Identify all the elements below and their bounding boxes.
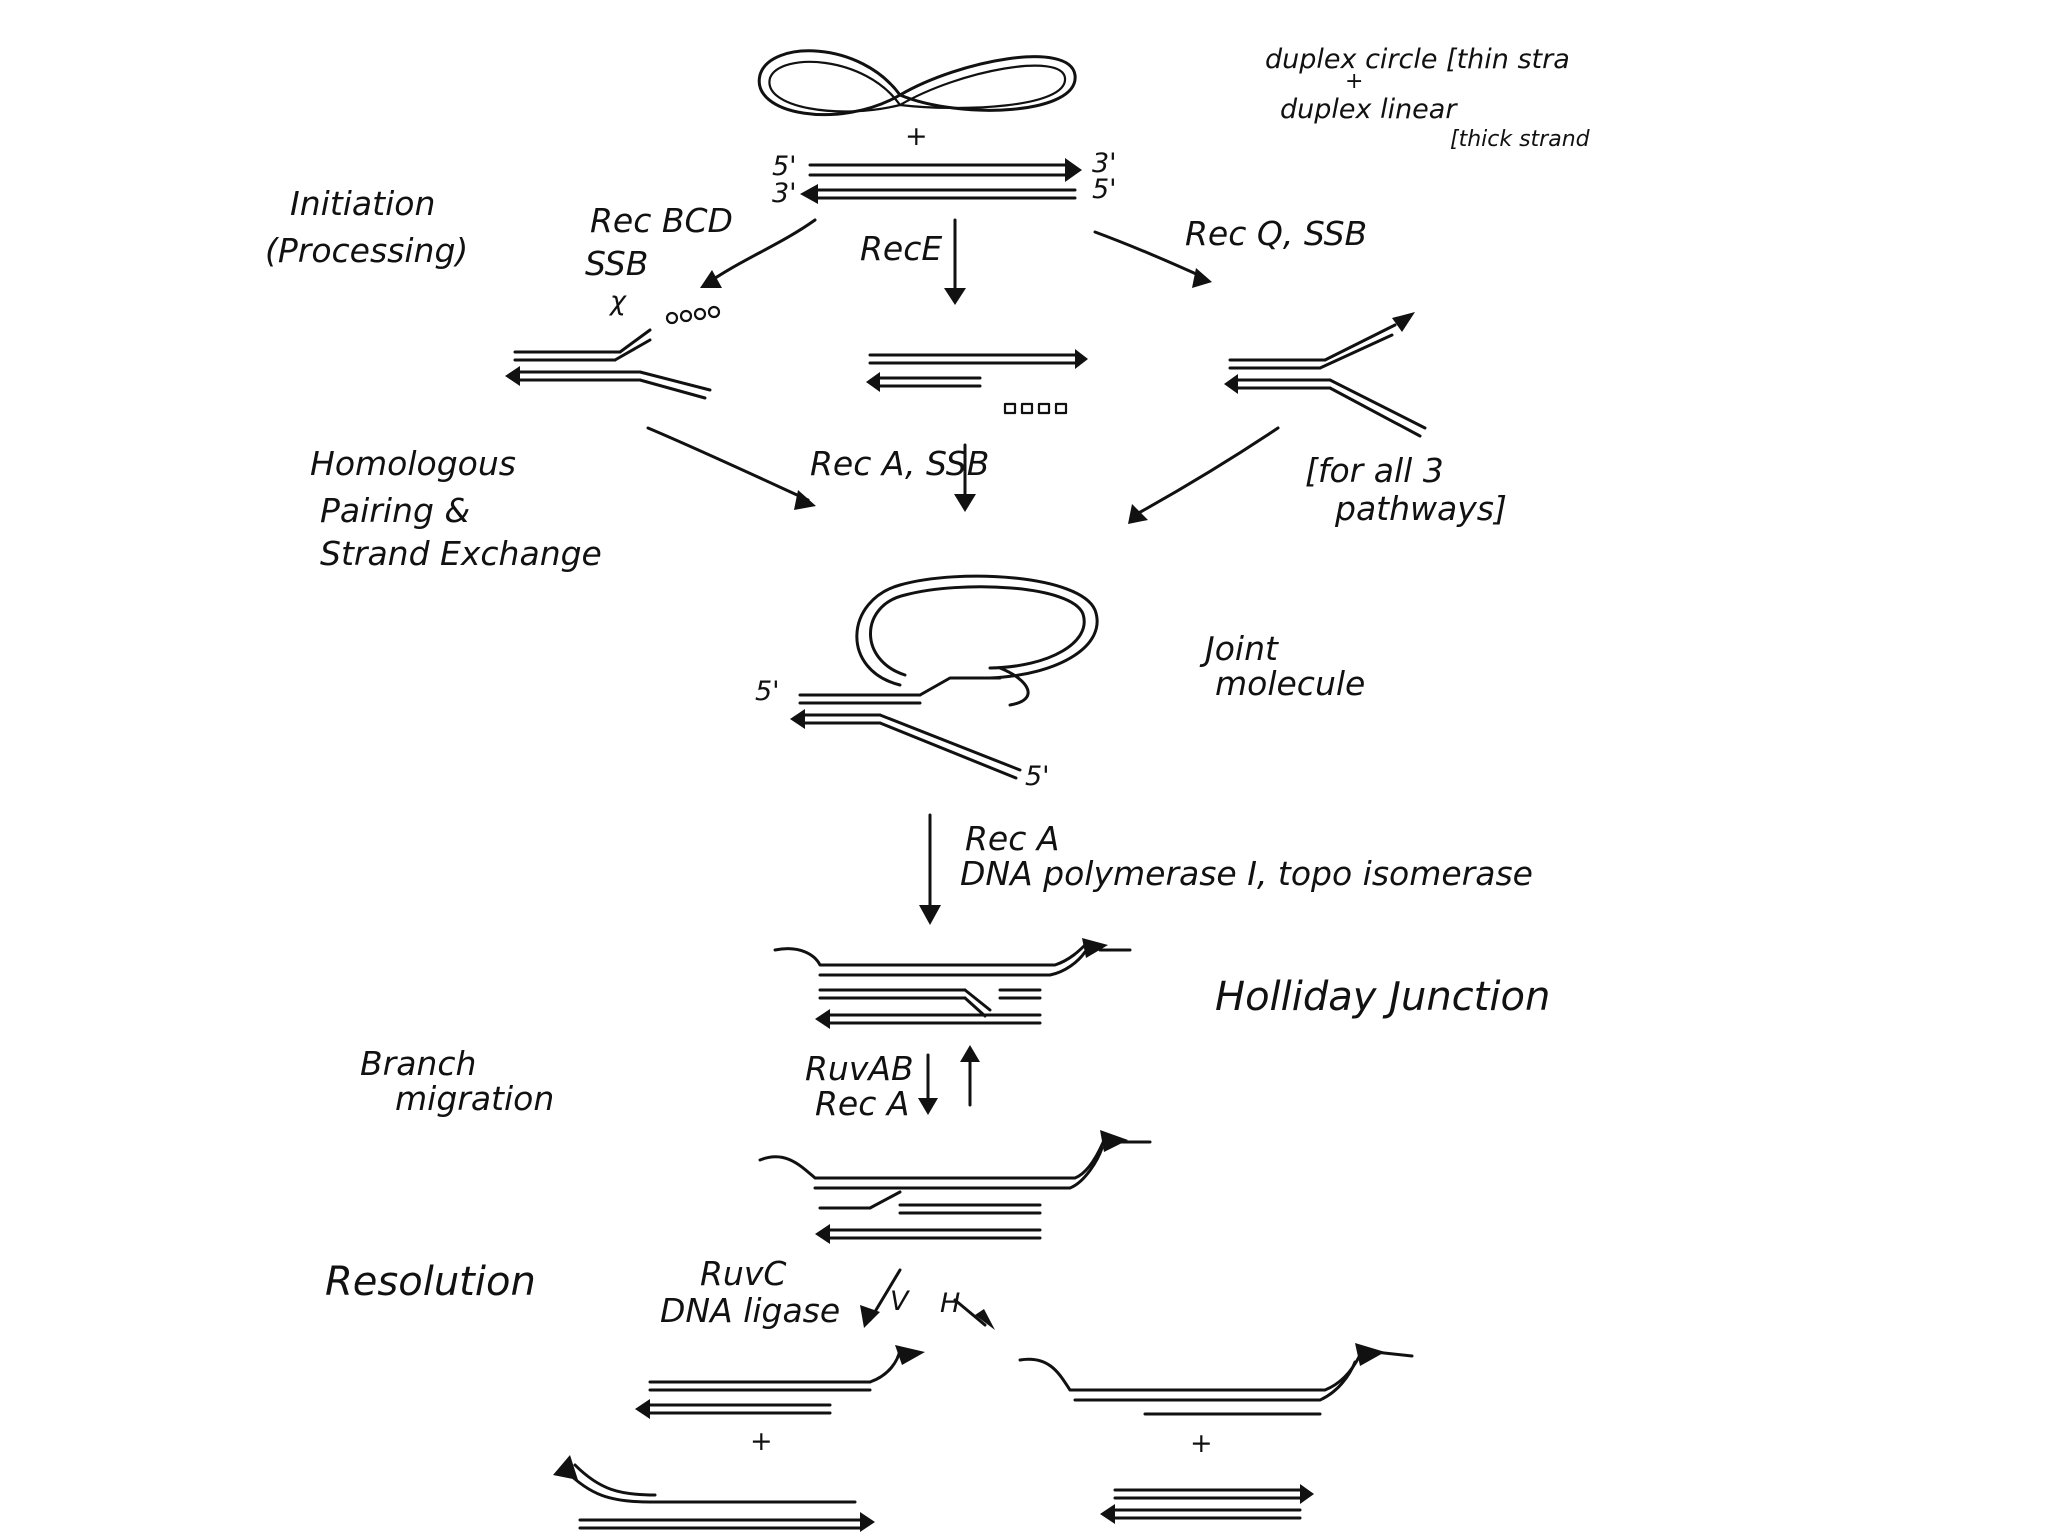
joint-molecule-label: Joint molecule	[1199, 629, 1365, 703]
product-plus-right: +	[1190, 1428, 1213, 1459]
reca-polymerase-label: Rec A DNA polymerase I, topo isomerase	[960, 819, 1533, 893]
homologous-pairing-label: Homologous Pairing & Strand Exchange	[310, 444, 602, 573]
recbcd-label: Rec BCD SSB	[585, 201, 743, 283]
chi-site-label: χ	[608, 286, 627, 317]
pathways-note: [for all 3 pathways]	[1305, 451, 1507, 528]
v-label: V	[890, 1286, 911, 1317]
branch-arrows	[700, 218, 1212, 305]
initiation-label: Initiation (Processing)	[265, 184, 468, 270]
five-prime-top-right: 5'	[1092, 174, 1117, 205]
thick-strand-note: [thick strand	[1450, 127, 1591, 152]
arrow-to-rece-product	[944, 288, 966, 305]
branch-migration-label: Branch migration	[360, 1044, 554, 1118]
rece-product	[866, 349, 1088, 415]
duplex-circle-note: duplex circle [thin stra	[1265, 44, 1570, 75]
ruvab-label: RuvAB Rec A	[805, 1049, 924, 1123]
rece-label: RecE	[860, 229, 942, 268]
recq-product	[1224, 312, 1427, 438]
five-prime-top-left: 5'	[772, 151, 797, 182]
resolution-arrows	[860, 1268, 995, 1330]
holliday-junction-figure	[773, 938, 1132, 1029]
duplex-linear-note: duplex linear	[1280, 94, 1458, 125]
five-prime-joint-tail: 5'	[1025, 761, 1050, 792]
converging-arrows	[646, 426, 1280, 524]
holliday-junction-label: Holliday Junction	[1215, 974, 1550, 1020]
header-plus: +	[1345, 69, 1363, 94]
reca-polymerase-arrow	[919, 813, 941, 925]
reca-ssb-label: Rec A, SSB	[810, 444, 989, 483]
joint-molecule-figure	[790, 574, 1099, 780]
five-prime-joint-left: 5'	[755, 676, 780, 707]
product-left-bottom	[553, 1455, 875, 1532]
plus-between-substrates: +	[905, 121, 928, 152]
h-label: H	[940, 1288, 960, 1319]
three-prime-top-right: 3'	[1092, 148, 1117, 179]
product-left-top	[635, 1345, 925, 1419]
three-prime-top-left: 3'	[772, 178, 797, 209]
recbcd-product	[505, 305, 721, 400]
branch-migration-arrows	[918, 1045, 980, 1115]
product-plus-left: +	[750, 1426, 773, 1457]
migrated-junction-figure	[758, 1130, 1152, 1244]
duplex-circle-figure	[757, 49, 1077, 117]
duplex-linear-figure	[800, 158, 1082, 204]
product-right-bottom	[1100, 1484, 1314, 1524]
resolution-label: Resolution	[325, 1259, 536, 1305]
product-right-top	[1018, 1343, 1414, 1416]
arrow-to-recbcd-product	[700, 270, 722, 288]
arrow-to-recq-product	[1192, 268, 1212, 288]
ruvc-ligase-label: RuvC DNA ligase	[660, 1254, 840, 1330]
recq-label: Rec Q, SSB	[1185, 214, 1367, 253]
